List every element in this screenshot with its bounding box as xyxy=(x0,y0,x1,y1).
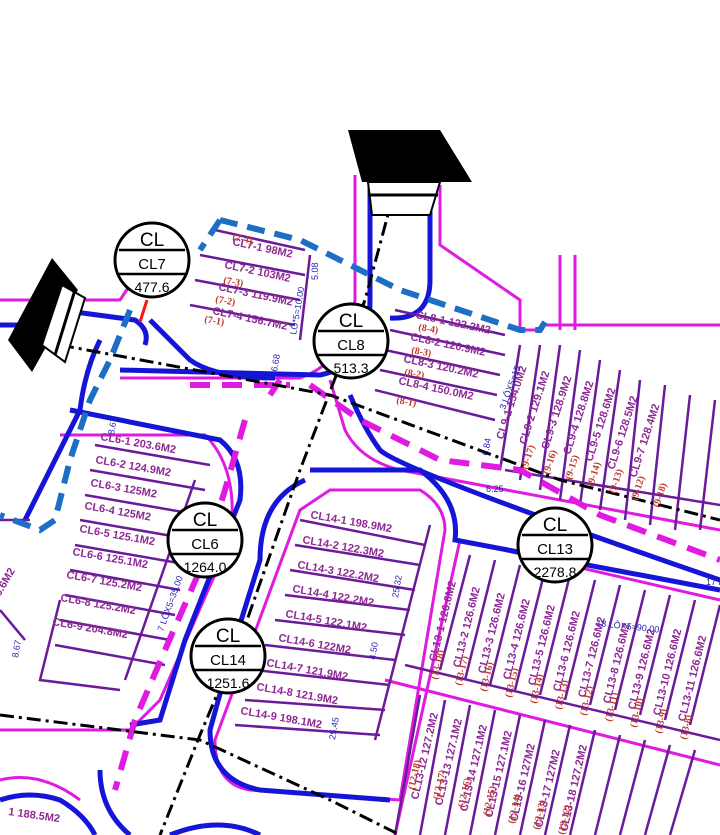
tag-id: CL6 xyxy=(191,536,219,553)
dimension-label: 6.84 xyxy=(480,437,493,456)
tag-id: CL8 xyxy=(337,337,365,354)
tag-area: 2278.8 xyxy=(534,564,577,580)
tag-id: CL14 xyxy=(210,652,246,669)
land-tag-icon[interactable]: CL CL8 513.3 xyxy=(312,302,390,380)
direction-arrow-icon xyxy=(8,258,87,372)
lot-label: 6.6M2 xyxy=(0,566,18,598)
land-tag-icon[interactable]: CL CL6 1264.0 xyxy=(166,501,244,579)
lot-label: CL14-4 122.2M2 xyxy=(291,583,374,609)
lot-label: CL14-6 122M2 xyxy=(277,632,351,657)
tag-category: CL xyxy=(193,510,217,531)
tag-category: CL xyxy=(339,311,363,332)
lot-code: (8-2) xyxy=(403,367,425,381)
lot-label: 1 188.5M2 xyxy=(8,806,61,825)
dimension-label: 5.08 xyxy=(310,262,320,280)
tag-category: CL xyxy=(216,626,240,647)
land-tags: CLCL7477.6CLCL8513.3CLCL61264.0CLCL13227… xyxy=(113,221,594,695)
lot-code: (7-3) xyxy=(222,275,244,289)
dimension-label: 8.67 xyxy=(106,416,119,435)
tag-area: 477.6 xyxy=(134,279,169,295)
tag-category: CL xyxy=(140,230,164,251)
tag-area: 1264.0 xyxy=(184,559,227,575)
lot-label: CL6-2 124.9M2 xyxy=(94,454,171,479)
lot-label: CL14-3 122.2M2 xyxy=(296,559,379,585)
lot-code: (8-4) xyxy=(417,322,439,336)
dimension-label: 8.67 xyxy=(10,639,23,658)
lot-code: (9-14) xyxy=(585,461,603,488)
cadastral-boundary xyxy=(0,217,548,534)
lot-code: (7-1) xyxy=(203,314,225,328)
tag-area: 513.3 xyxy=(333,360,368,376)
dimension-label: 25.32 xyxy=(390,574,404,598)
lot-label: CL6-9 204.8M2 xyxy=(51,616,128,641)
lot-code: (8-3) xyxy=(410,345,432,359)
dimension-label: 6.25 xyxy=(486,484,504,494)
lot-label: CL14-2 122.3M2 xyxy=(301,534,384,560)
lot-code: (9-12) xyxy=(629,475,647,502)
lot-label: CL14-5 122.1M2 xyxy=(284,608,367,634)
dimension-label: 4.50 xyxy=(367,641,380,660)
lot-label: CL13-8 126.6M2 xyxy=(601,622,633,705)
dimension-label: 6.68 xyxy=(269,353,282,372)
tag-area: 1251.6 xyxy=(207,675,250,691)
lot-label: CL6-7 125.2M2 xyxy=(65,569,142,594)
direction-arrow-icon xyxy=(348,130,472,216)
tag-id: CL13 xyxy=(537,541,573,558)
land-tag-icon[interactable]: CL CL14 1251.6 xyxy=(189,617,267,695)
dimension-label: 25.45 xyxy=(327,716,341,740)
lot-divisions xyxy=(0,228,720,835)
land-tag-icon[interactable]: CL CL7 477.6 xyxy=(113,221,191,299)
land-tag-icon[interactable]: CL CL13 2278.8 xyxy=(516,506,594,584)
lot-code: (7-2) xyxy=(214,294,236,308)
tag-id: CL7 xyxy=(138,256,166,273)
lot-label: CL14-7 121.9M2 xyxy=(265,657,348,683)
tag-category: CL xyxy=(543,515,567,536)
lot-code: (8-1) xyxy=(395,395,417,409)
lot-code: (9-13) xyxy=(607,468,625,495)
marker-segment xyxy=(138,299,149,323)
dimension-label: 17 L xyxy=(706,577,720,587)
lot-code: (9-17) xyxy=(519,444,537,471)
lot-label: CL13-9 126.6M2 xyxy=(626,628,658,711)
lot-label: CL6-8 125.2M2 xyxy=(59,592,136,617)
road-centerlines xyxy=(0,169,720,835)
lot-code: (7-4) xyxy=(231,232,253,246)
